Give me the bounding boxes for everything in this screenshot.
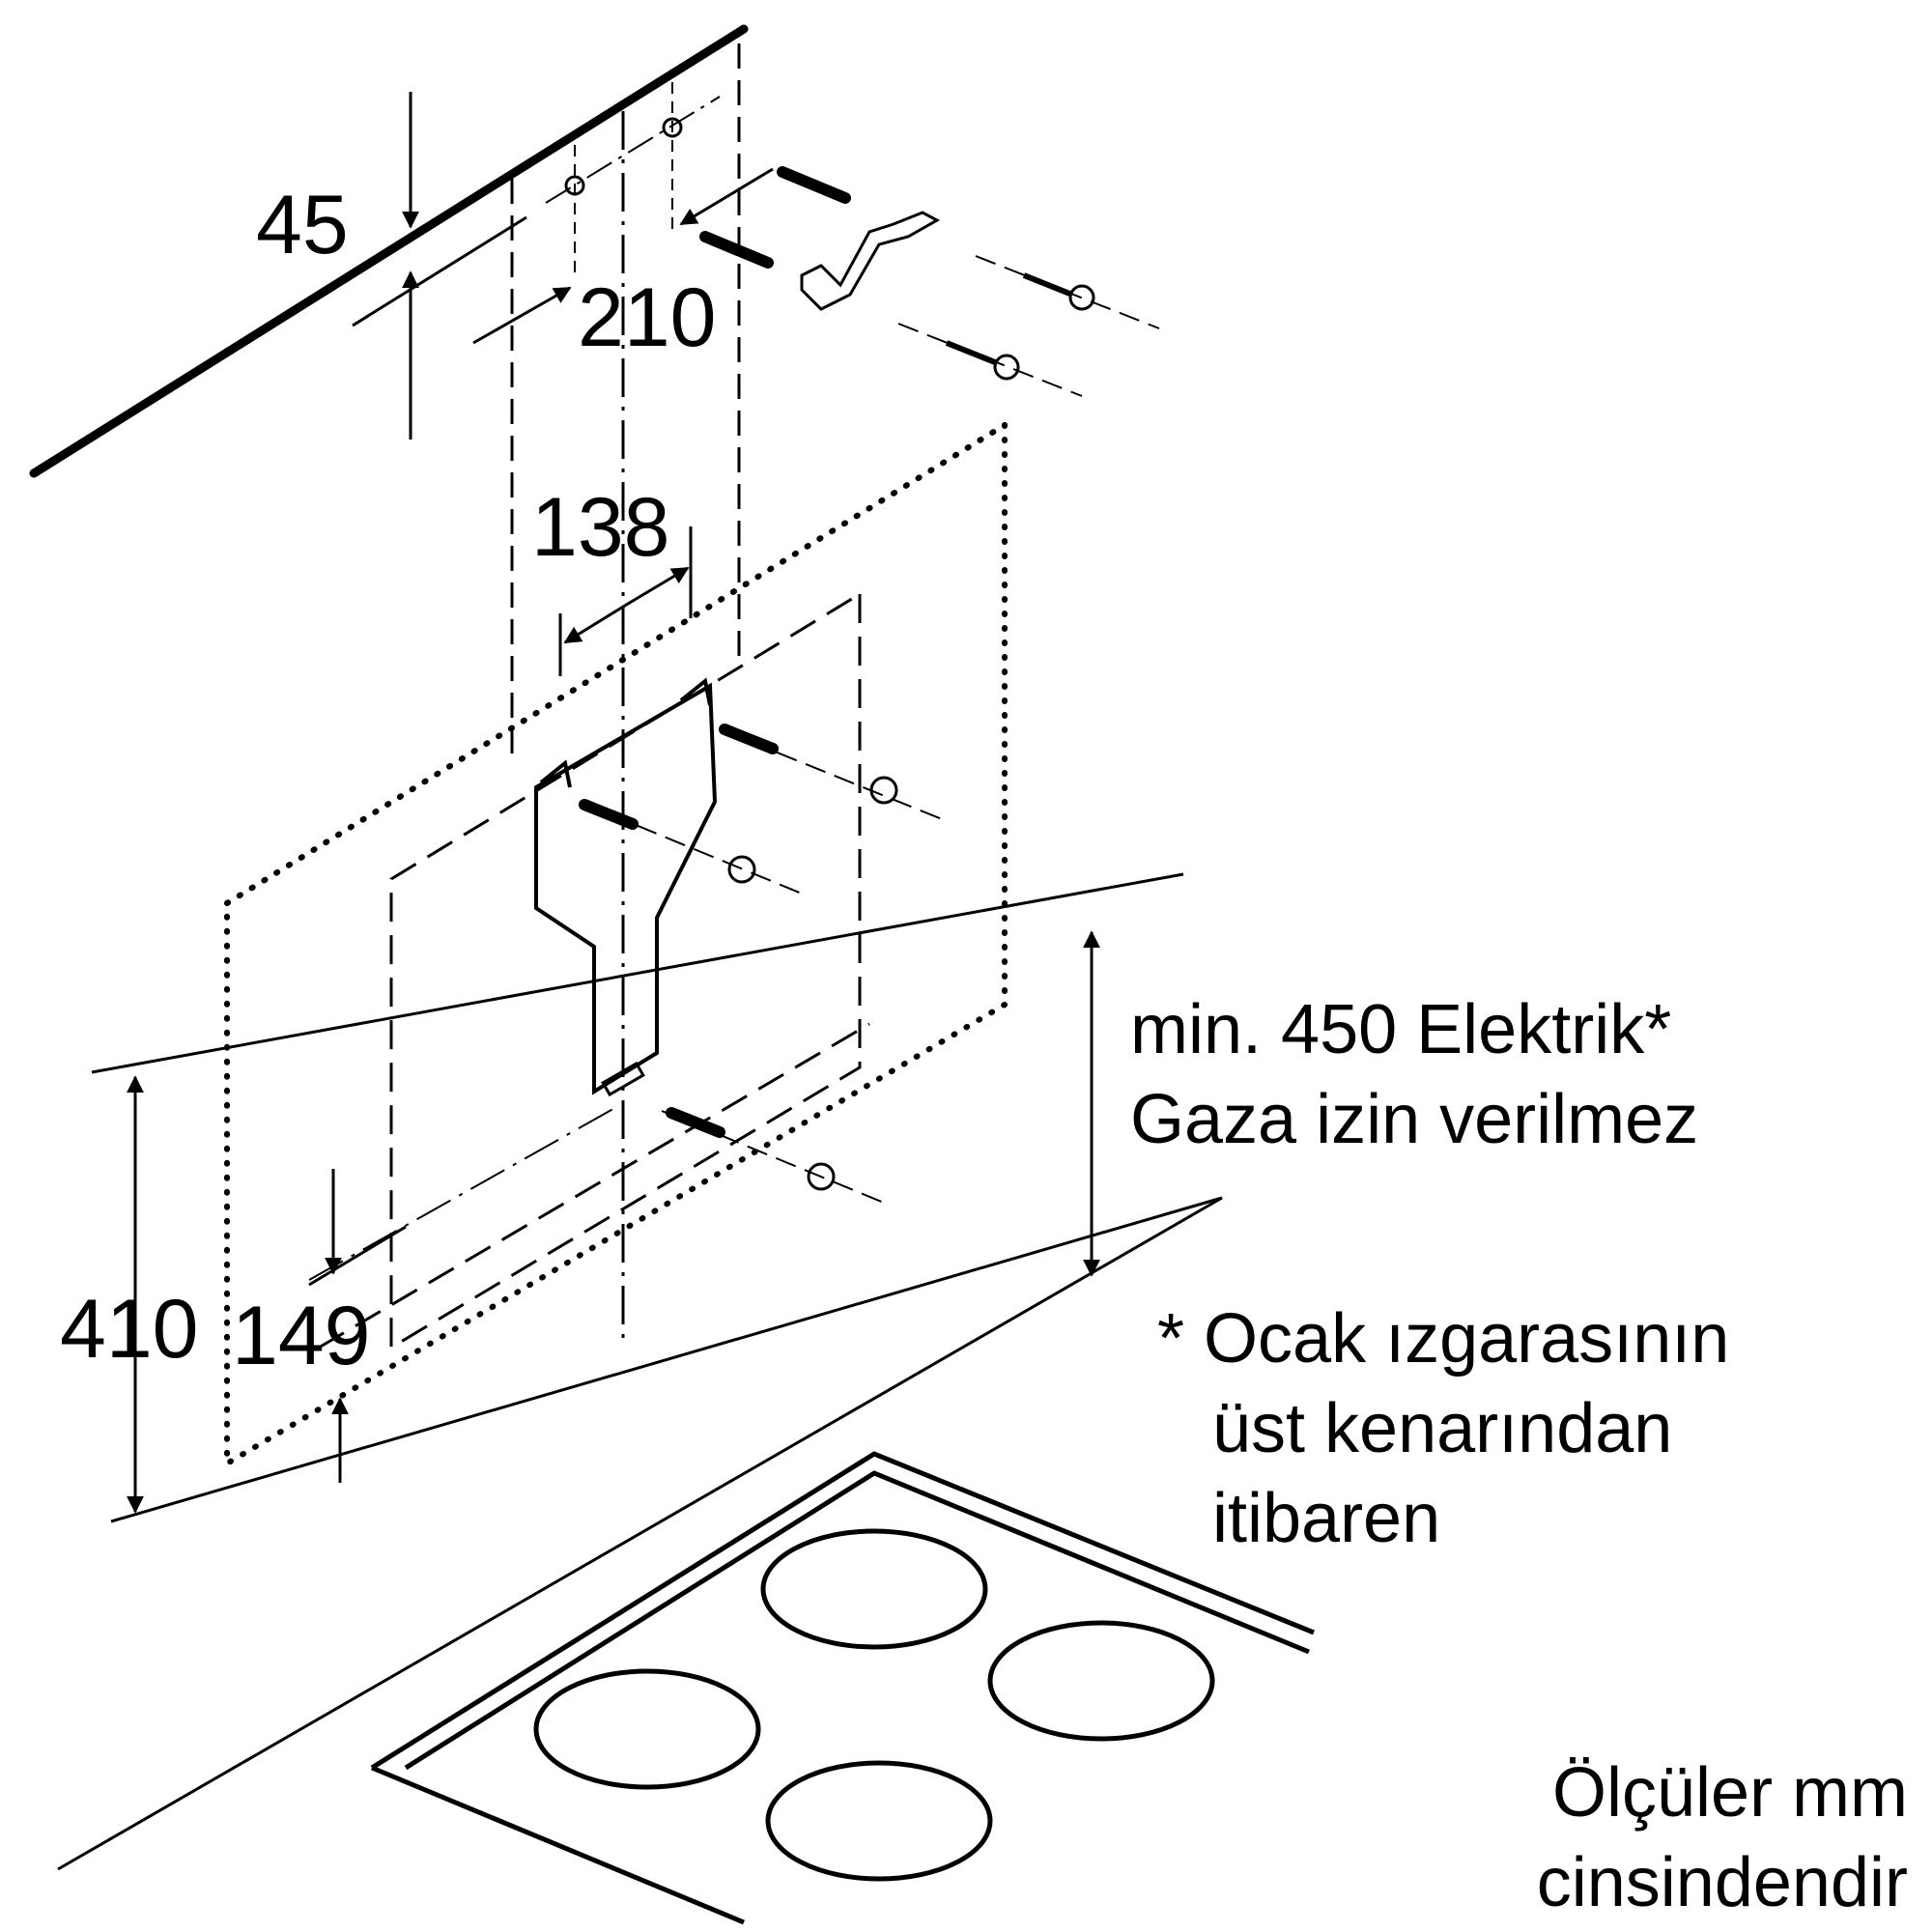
wall-bracket — [534, 682, 718, 1095]
hood-top-reference — [91, 872, 1184, 1074]
bracket-hook-left — [539, 759, 572, 788]
footnote-line-2: üst kenarından — [1212, 1390, 1672, 1467]
counter-edge-1 — [57, 1196, 1223, 1871]
lower-screw-2 — [727, 855, 756, 884]
ceiling-line — [29, 24, 749, 478]
upper-wall-plug-2 — [699, 231, 774, 269]
burner-left — [533, 1668, 761, 1790]
ceiling-offset-line — [352, 215, 527, 327]
units-line-2: cinsindendir — [1537, 1844, 1908, 1921]
burner-back — [760, 1528, 988, 1650]
dim-149-label: 149 — [232, 1290, 371, 1382]
note-no-gas: Gaza izin verilmez — [1130, 1081, 1698, 1158]
dim-45-label: 45 — [256, 179, 349, 271]
bracket-hook-right — [679, 677, 712, 706]
mounting-area-dashed — [389, 591, 862, 1350]
lower-dashed-line — [318, 1022, 870, 1350]
upper-wall-plug-1 — [777, 166, 851, 204]
dim138-arrow-right — [627, 566, 690, 606]
cooktop-outer — [370, 1451, 1315, 1771]
dim149-reference — [308, 1225, 407, 1287]
upper-bracket — [800, 211, 941, 311]
upper-screw-1 — [1022, 272, 1095, 311]
cooktop-front-edge — [371, 1765, 745, 1925]
upper-screw-2 — [945, 340, 1020, 381]
cooktop-inner — [404, 1470, 1310, 1771]
dim210-arrow-left — [472, 286, 572, 345]
lower-wall-plug-2 — [579, 799, 639, 830]
burner-front — [765, 1760, 993, 1882]
upper-hole-right — [662, 117, 683, 138]
note-min-450: min. 450 Elektrik* — [1130, 991, 1671, 1068]
units-line-1: Ölçüler mm — [1552, 1754, 1908, 1832]
lower-wall-plug-1 — [719, 724, 779, 754]
burner-right — [987, 1620, 1215, 1742]
dim-210-label: 210 — [578, 271, 717, 364]
dim138-arrow-left — [563, 602, 629, 644]
upper-hole-centerline — [545, 96, 721, 204]
lower-screw-3 — [807, 1162, 836, 1191]
dim210-arrow-right — [679, 167, 774, 226]
footnote-line-3: itibaren — [1212, 1480, 1440, 1557]
bracket-slot — [601, 1061, 645, 1097]
lower-screw-1 — [869, 776, 898, 805]
hood-bottom-reference — [110, 1196, 1223, 1523]
dim-138-label: 138 — [531, 481, 670, 574]
lower-axis-line — [308, 1105, 619, 1281]
dim-410-label: 410 — [60, 1283, 199, 1376]
upper-hole-left — [564, 175, 585, 196]
footnote-line-1: * Ocak ızgarasının — [1157, 1300, 1729, 1378]
lower-wall-plug-3 — [666, 1107, 725, 1138]
